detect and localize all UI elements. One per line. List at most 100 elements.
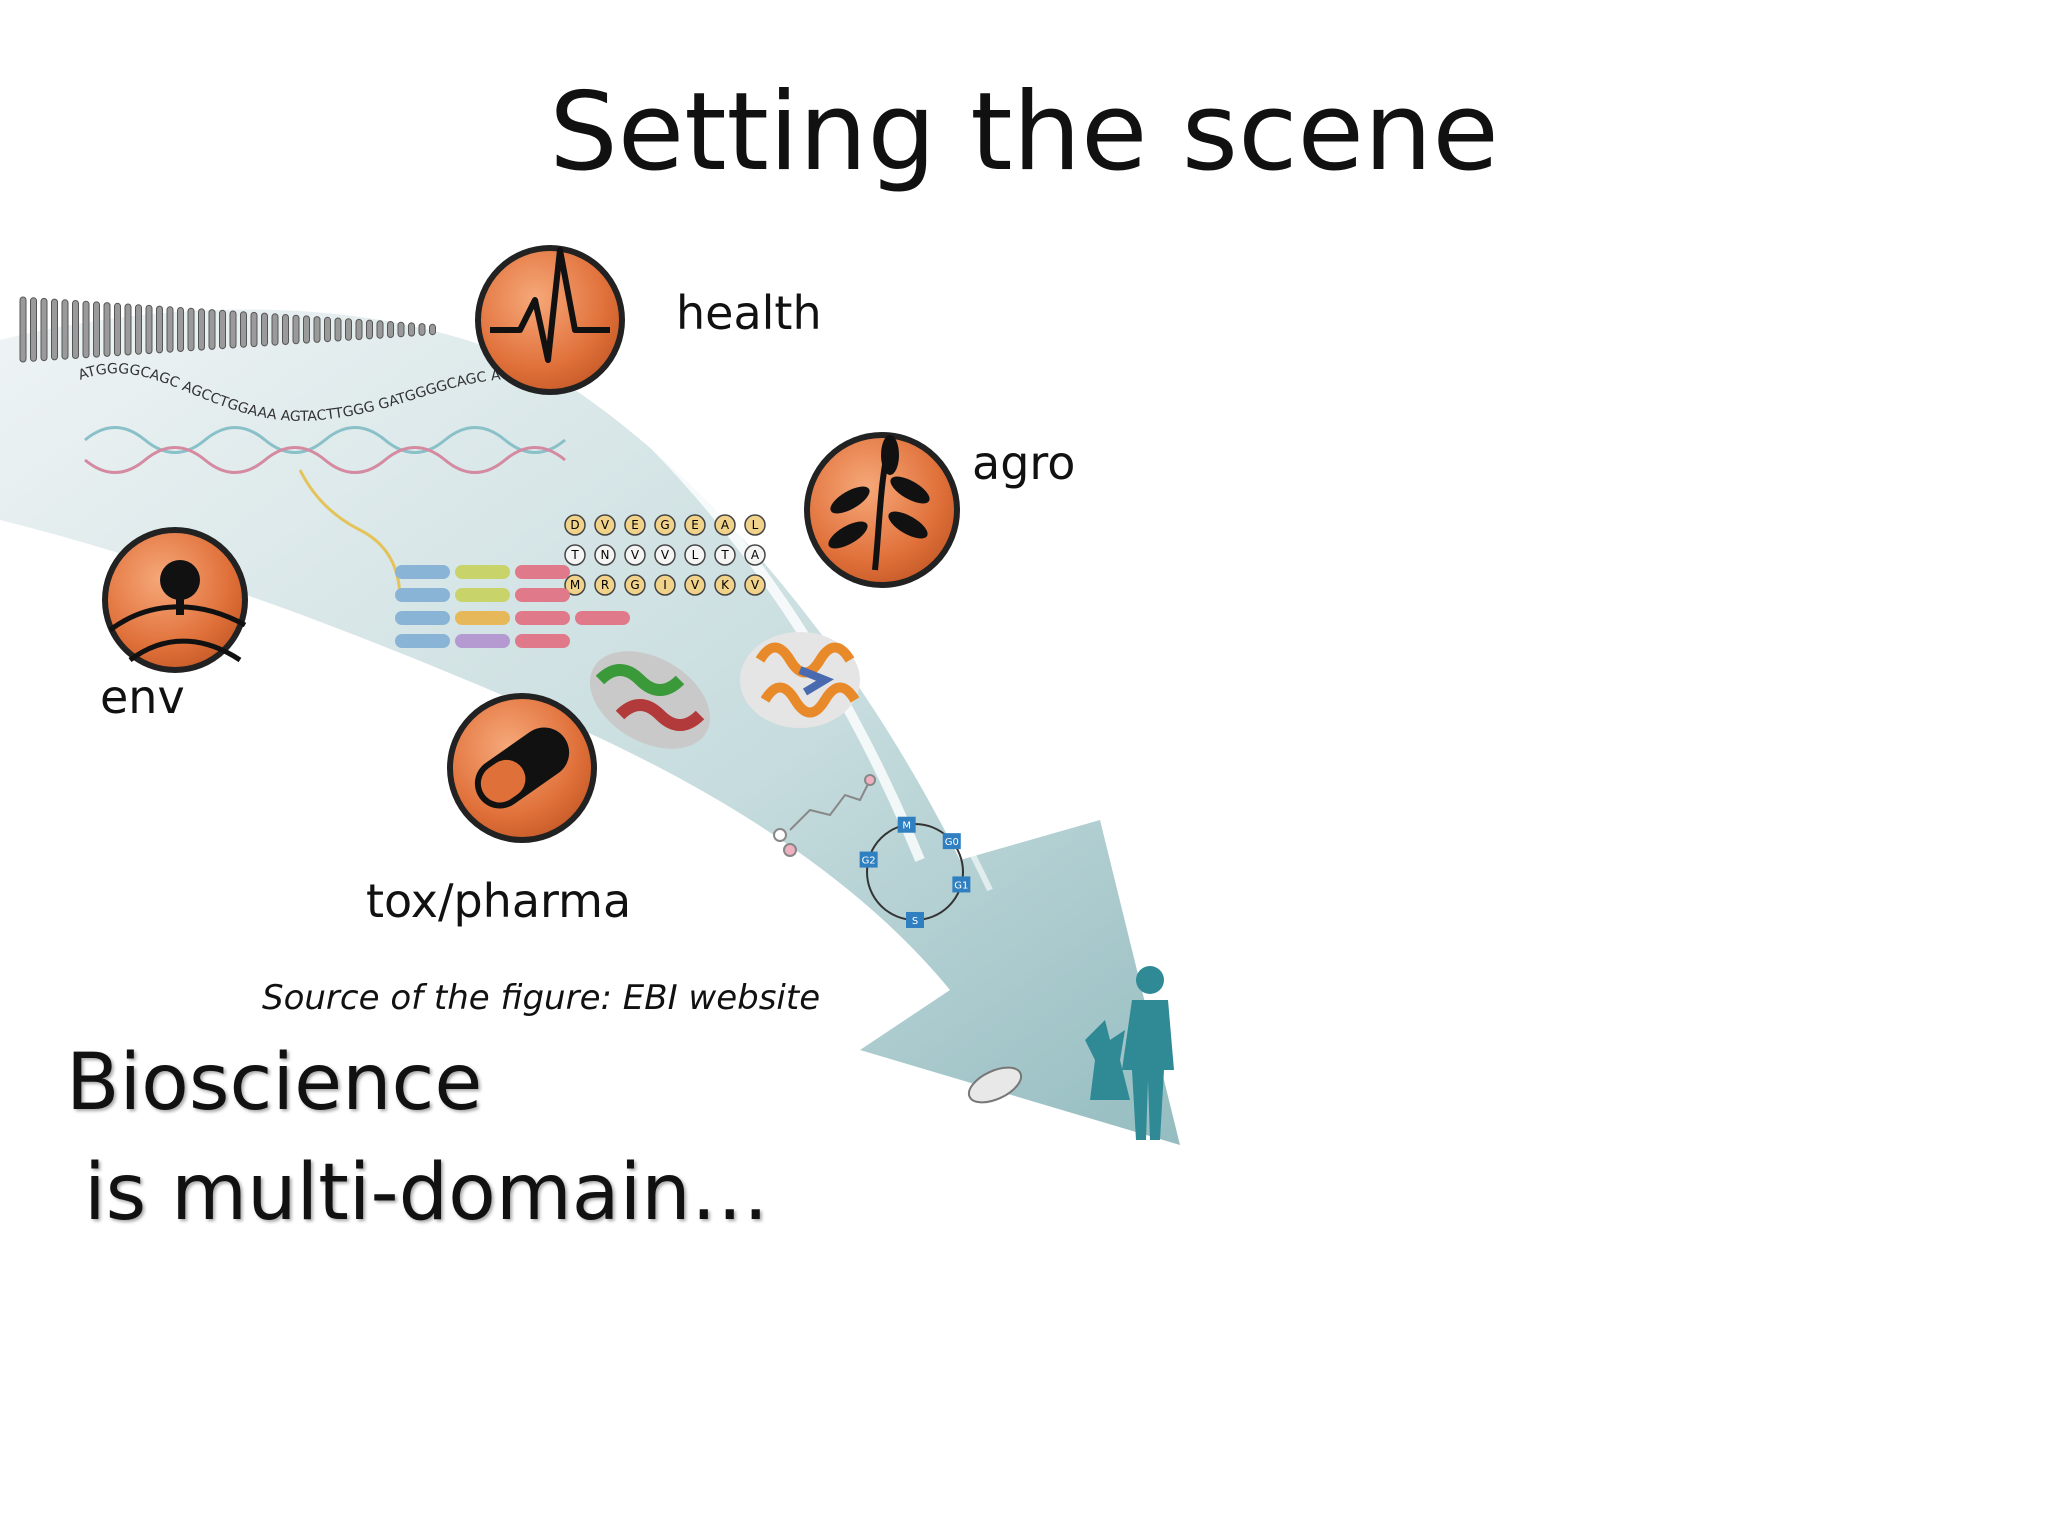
chromosome-bar bbox=[334, 317, 342, 342]
cell-cycle-phase-box bbox=[942, 833, 961, 850]
chromosome-bar bbox=[219, 309, 226, 350]
chromosome-bar bbox=[376, 320, 384, 339]
chromosome-bar bbox=[418, 323, 426, 336]
amino-acid-letter: A bbox=[721, 518, 730, 532]
cell-cycle-phase-box bbox=[906, 912, 924, 928]
chromosome-bar bbox=[292, 314, 300, 345]
amino-acid-bead bbox=[714, 574, 736, 596]
amino-acid-letter: R bbox=[601, 578, 609, 592]
protein-structure-right bbox=[740, 632, 860, 728]
chromosome-bar bbox=[135, 304, 142, 355]
cell-cycle-phase-label: G2 bbox=[862, 856, 876, 867]
chromosome-bar bbox=[145, 304, 153, 355]
figure-source-note: Source of the figure: EBI website bbox=[262, 978, 821, 1018]
chromosome-bar bbox=[397, 321, 405, 338]
chromosome-bar bbox=[61, 299, 69, 360]
chromosome-bar bbox=[82, 300, 90, 359]
cell-cycle-phase-label: S bbox=[912, 916, 918, 927]
tree-hill-icon bbox=[102, 527, 248, 673]
cell-cycle-phase-box bbox=[897, 816, 916, 833]
amino-acid-bead bbox=[654, 574, 676, 596]
domain-label-env: env bbox=[100, 670, 185, 724]
chromosome-bar bbox=[114, 302, 121, 357]
chromosome-bar bbox=[303, 315, 310, 344]
chromosome-bar bbox=[177, 307, 184, 352]
protein-structure-left bbox=[589, 651, 711, 749]
domain-label-health: health bbox=[676, 286, 822, 340]
headline-line-1: Bioscience bbox=[66, 1038, 483, 1128]
amino-acid-bead bbox=[594, 514, 616, 536]
amino-acid-bead bbox=[714, 544, 736, 566]
chromosome-bar bbox=[345, 318, 352, 341]
amino-acid-bead bbox=[744, 544, 766, 566]
chromosome-bars bbox=[19, 296, 436, 363]
chromosome-bar bbox=[313, 316, 321, 343]
headline-line-2: is multi-domain… bbox=[84, 1148, 769, 1238]
chromosome-bar bbox=[72, 300, 79, 359]
slide-title: Setting the scene bbox=[549, 70, 1499, 195]
cell-cycle-phase-box bbox=[952, 876, 971, 893]
chromosome-bar bbox=[261, 312, 268, 347]
amino-acid-letter: E bbox=[631, 518, 639, 532]
amino-acid-bead bbox=[594, 544, 616, 566]
amino-acid-bead bbox=[684, 574, 706, 596]
amino-acid-bead bbox=[654, 514, 676, 536]
chromosome-bar bbox=[282, 314, 289, 345]
heartbeat-icon bbox=[475, 245, 625, 395]
chromosome-bar bbox=[208, 309, 216, 350]
amino-acid-bead bbox=[624, 544, 646, 566]
amino-acid-bead bbox=[564, 514, 586, 536]
gene-segments bbox=[395, 565, 630, 648]
cell-cycle-phase-box bbox=[859, 851, 878, 868]
amino-acid-letter: D bbox=[570, 518, 579, 532]
chromosome-bar bbox=[366, 319, 373, 340]
cell-cycle-phase-label: G1 bbox=[954, 880, 968, 891]
bioscience-figure: ATGGGGCAGC AGCCTGGAAA AGTACTTGGG GATGGGG… bbox=[0, 240, 1180, 1146]
amino-acid-bead bbox=[714, 514, 736, 536]
amino-acid-letter: G bbox=[630, 578, 639, 592]
flow-arrow bbox=[0, 309, 1180, 1146]
chromosome-bar bbox=[240, 311, 247, 348]
chromosome-bar bbox=[229, 310, 237, 349]
amino-acid-letter: T bbox=[570, 548, 579, 562]
amino-acid-letter: E bbox=[691, 518, 699, 532]
amino-acid-bead bbox=[684, 514, 706, 536]
chromosome-bar bbox=[156, 305, 163, 354]
amino-acid-letter: K bbox=[721, 578, 730, 592]
amino-acid-letter: V bbox=[601, 518, 610, 532]
chromosome-bar bbox=[250, 311, 258, 348]
amino-acid-letter: V bbox=[691, 578, 700, 592]
chromosome-bar bbox=[166, 306, 174, 353]
amino-acid-bead bbox=[624, 514, 646, 536]
flow-streak bbox=[556, 356, 925, 862]
chromosome-bar bbox=[408, 322, 415, 337]
amino-acid-letter: L bbox=[692, 548, 699, 562]
amino-acid-bead bbox=[594, 574, 616, 596]
amino-acid-bead bbox=[564, 574, 586, 596]
chromosome-bar bbox=[124, 303, 132, 356]
chromosome-bar bbox=[103, 302, 111, 357]
amino-acid-letter: V bbox=[631, 548, 640, 562]
amino-acid-bead bbox=[744, 574, 766, 596]
chromosome-bar bbox=[324, 316, 331, 343]
amino-acid-letter: V bbox=[661, 548, 670, 562]
chromosome-bar bbox=[198, 308, 205, 351]
chromosome-bar bbox=[30, 297, 37, 362]
cell-cycle-phase-label: M bbox=[902, 821, 911, 832]
chromosome-bar bbox=[40, 297, 48, 362]
domain-label-agro: agro bbox=[972, 436, 1076, 490]
amino-acid-letter: M bbox=[570, 578, 580, 592]
amino-acid-bead bbox=[744, 514, 766, 536]
plant-leaf-icon bbox=[804, 432, 960, 588]
amino-acid-letter: N bbox=[601, 548, 610, 562]
amino-acid-letter: L bbox=[752, 518, 759, 532]
chromosome-bar bbox=[93, 301, 100, 358]
chromosome-bar bbox=[19, 296, 27, 363]
amino-acid-letter: G bbox=[660, 518, 669, 532]
amino-acid-bead bbox=[624, 574, 646, 596]
chromosome-bar bbox=[271, 313, 279, 346]
cell-cycle-phase-label: G0 bbox=[945, 837, 959, 848]
chromosome-bar bbox=[429, 323, 436, 336]
